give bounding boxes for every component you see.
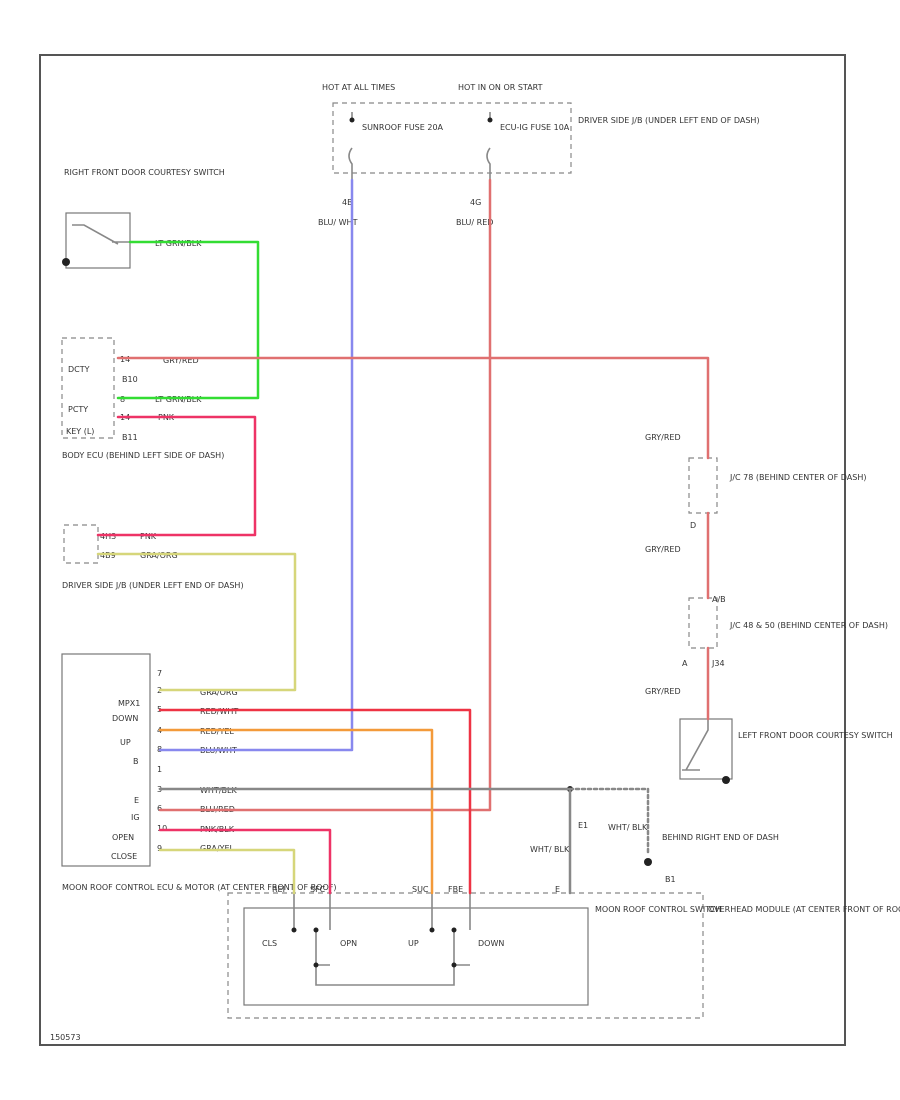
button-opn: OPN xyxy=(340,939,357,948)
fuse-pin-left: 4B xyxy=(342,198,353,207)
jc-pin-a: A xyxy=(682,659,688,668)
ecu-pin-b: B xyxy=(133,757,139,766)
right-door-wire-label: LT GRN/BLK xyxy=(155,239,202,248)
wire-gra-org xyxy=(96,552,297,692)
fuse-wire-left-label: BLU/ WHT xyxy=(318,218,358,227)
ecu-wire-up: RED/YEL xyxy=(200,727,234,736)
fuse-wire-right-label: BLU/ RED xyxy=(456,218,493,227)
diagram-frame xyxy=(39,54,846,1046)
ecu-pin-num-0: 7 xyxy=(157,669,162,678)
body-ecu-label: BODY ECU (BEHIND LEFT SIDE OF DASH) xyxy=(62,451,224,460)
driver-jb2-wire-b: GRA/ORG xyxy=(140,551,178,560)
jc78-label: J/C 78 (BEHIND CENTER OF DASH) xyxy=(729,473,866,482)
button-down: DOWN xyxy=(478,939,504,948)
wire-pnk xyxy=(96,415,257,537)
wire-gra-yel xyxy=(158,848,296,895)
body-ecu-conn-top: B10 xyxy=(122,375,138,384)
ecu-pin-ig: IG xyxy=(131,813,140,822)
driver-jb-2: 4H3 4B9 PNK GRA/ORG DRIVER SIDE J/B (UND… xyxy=(62,524,244,590)
left-door-switch-label: LEFT FRONT DOOR COURTESY SWITCH xyxy=(738,731,893,740)
ecu-ig-fuse-label: ECU-IG FUSE 10A xyxy=(500,123,570,132)
button-up: UP xyxy=(408,939,419,948)
overhead-module-label: OVERHEAD MODULE (AT CENTER FRONT OF ROOF… xyxy=(708,905,900,914)
body-ecu-key: KEY (L) xyxy=(66,427,94,436)
ecu-wire-e: WHT/BLK xyxy=(200,786,237,795)
body-ecu: DCTY PCTY KEY (L) B10 B11 14 8 14 GRY/RE… xyxy=(61,337,224,460)
body-ecu-wire-pcty: LT GRN/BLK xyxy=(155,395,202,404)
driver-jb2-pin-b: 4B9 xyxy=(100,551,116,560)
jc-wire-1: GRY/RED xyxy=(645,433,681,442)
moonroof-switch-label: MOON ROOF CONTROL SWITCH xyxy=(595,905,721,914)
ecu-pin-num-8: 10 xyxy=(157,824,167,833)
sunroof-fuse-label: SUNROOF FUSE 20A xyxy=(362,123,444,132)
overhead-pin-e: E xyxy=(555,885,560,894)
ecu-pin-num-5: 1 xyxy=(157,765,162,774)
hot-at-all-times-label: HOT AT ALL TIMES xyxy=(322,83,395,92)
ecu-wire-mpx1: GRA/ORG xyxy=(200,688,238,697)
driver-side-jb-label: DRIVER SIDE J/B (UNDER LEFT END OF DASH) xyxy=(578,116,760,125)
right-door-switch-label: RIGHT FRONT DOOR COURTESY SWITCH xyxy=(64,168,225,177)
body-ecu-conn-bottom: B11 xyxy=(122,433,138,442)
body-ecu-pin-pcty: 8 xyxy=(120,395,125,404)
footer-code: 150573 xyxy=(50,1033,81,1042)
left-door-switch: LEFT FRONT DOOR COURTESY SWITCH xyxy=(679,718,893,784)
jc-pin-j34: J34 xyxy=(711,659,725,668)
button-cls: CLS xyxy=(262,939,277,948)
jc-pin-ab: A/B xyxy=(712,595,726,604)
ground-wire-label-2: WHT/ BLK xyxy=(530,845,570,854)
power-fuse-box: HOT AT ALL TIMES HOT IN ON OR START SUNR… xyxy=(318,83,760,227)
overhead-module: OVERHEAD MODULE (AT CENTER FRONT OF ROOF… xyxy=(227,885,900,1019)
ground-point: E1 WHT/ BLK WHT/ BLK BEHIND RIGHT END OF… xyxy=(530,786,779,884)
ecu-pin-close: CLOSE xyxy=(111,852,137,861)
body-ecu-dcty: DCTY xyxy=(68,365,90,374)
ecu-pin-mpx1: MPX1 xyxy=(118,699,140,708)
ground-splice-label: E1 xyxy=(578,821,588,830)
wire-ground-dash xyxy=(568,787,650,857)
ground-location-label: BEHIND RIGHT END OF DASH xyxy=(662,833,779,842)
overhead-pin-fbe: FBE xyxy=(448,885,463,894)
wire-gry-red xyxy=(158,178,492,812)
ecu-pin-e: E xyxy=(134,796,139,805)
wire-pnk-blk xyxy=(158,828,332,895)
body-ecu-wire-dcty: GRY/RED xyxy=(163,356,199,365)
moonroof-ecu-label: MOON ROOF CONTROL ECU & MOTOR (AT CENTER… xyxy=(62,883,337,892)
driver-jb2-wire-a: PNK xyxy=(140,532,157,541)
ecu-wire-down: RED/WHT xyxy=(200,707,238,716)
wire-lt-grn-blk-top xyxy=(116,240,260,400)
ecu-pin-num-7: 6 xyxy=(157,804,162,813)
fuse-pin-right: 4G xyxy=(470,198,481,207)
overhead-pin-suc: SUC xyxy=(412,885,429,894)
wire-blu-wht xyxy=(158,178,354,752)
jc-wire-3: GRY/RED xyxy=(645,687,681,696)
wire-red-wht xyxy=(158,708,472,895)
jc-abc-label: J/C 48 & 50 (BEHIND CENTER OF DASH) xyxy=(729,621,888,630)
junction-connectors: GRY/RED J/C 78 (BEHIND CENTER OF DASH) D… xyxy=(645,433,888,696)
right-door-switch: RIGHT FRONT DOOR COURTESY SWITCH LT GRN/… xyxy=(62,168,225,269)
overhead-pin-sfc: SFC xyxy=(310,885,326,894)
ecu-pin-num-9: 9 xyxy=(157,844,162,853)
jc-pin-d: D xyxy=(690,521,696,530)
driver-jb2-label: DRIVER SIDE J/B (UNDER LEFT END OF DASH) xyxy=(62,581,244,590)
overhead-pin-rei: REI xyxy=(272,885,285,894)
wire-gry-red-dcty xyxy=(116,356,710,460)
ecu-pin-down: DOWN xyxy=(112,714,138,723)
ground-id-label: B1 xyxy=(665,875,676,884)
hot-in-on-label: HOT IN ON OR START xyxy=(458,83,543,92)
wire-red-yel xyxy=(158,728,434,895)
jc-wire-2: GRY/RED xyxy=(645,545,681,554)
wires xyxy=(96,178,710,895)
ecu-wire-close: GRA/YEL xyxy=(200,844,235,853)
body-ecu-pin-dcty: 14 xyxy=(120,355,130,364)
driver-jb2-pin-a: 4H3 xyxy=(100,532,116,541)
body-ecu-pcty: PCTY xyxy=(68,405,88,414)
ecu-pin-up: UP xyxy=(120,738,131,747)
ecu-pin-open: OPEN xyxy=(112,833,134,842)
ground-wire-label: WHT/ BLK xyxy=(608,823,648,832)
